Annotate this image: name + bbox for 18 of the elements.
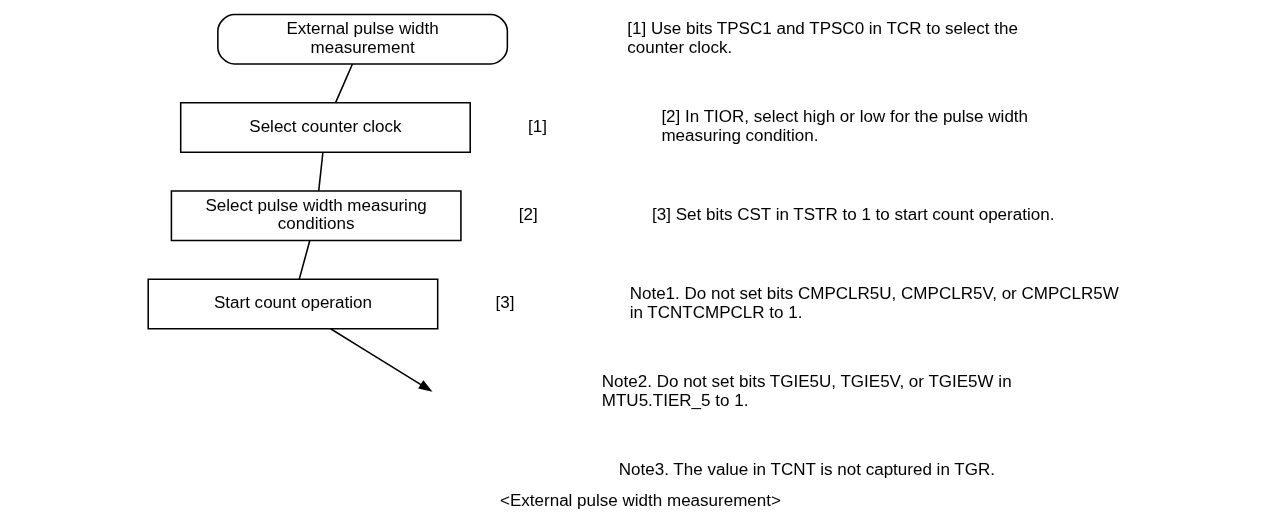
label: Note2. Do not set bits TGIE5U, TGIE5V, or TGIE5W in MTU5.TIER_5 to 1. [601, 372, 1012, 410]
label: [3] Set bits CST in TSTR to 1 to start count operation. [651, 205, 1054, 225]
node-box: Select pulse width measuring conditions [170, 190, 462, 242]
label: Note1. Do not set bits CMPCLR5U, CMPCLR5V, or CMPCLR5W in TCNTCMPCLR to 1. [629, 283, 1119, 322]
caption: <External pulse width measurement> [499, 491, 781, 511]
connector [298, 239, 311, 280]
node-label: [3] [495, 293, 514, 313]
arrow [329, 327, 433, 392]
label: Note3. The value in TCNT is not captured in TGR. [618, 460, 995, 480]
connector [317, 151, 324, 192]
label: [1] Use bits TPSC1 and TPSC0 in TCR to select the counter clock. [626, 19, 1018, 57]
connector [334, 63, 353, 104]
label: [2] In TIOR, select high or low for the pulse width measuring condition. [660, 107, 1028, 146]
node-box: Select counter clock [179, 101, 471, 153]
node-box: External pulse width measurement [216, 13, 508, 65]
node-label: [1] [527, 116, 547, 136]
node-box: Start count operation [146, 278, 438, 330]
node-label: [2] [518, 205, 538, 225]
